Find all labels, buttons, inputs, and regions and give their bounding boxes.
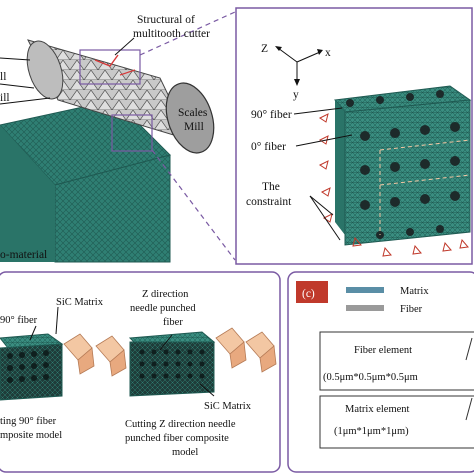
caption-right-1: Cutting Z direction needle [125,419,236,430]
z-needle-label-2: needle punched [130,303,196,314]
fiber0-label: 0° fiber [251,141,286,153]
constraint-label-2: constraint [246,196,292,208]
cutter-detail-box [79,49,141,85]
constraint-label-1: The [262,181,280,193]
mill-label-1: Scales [178,107,208,119]
fiber90-block-label: 90° fiber [0,315,38,326]
fiber-element-size: (0.5μm*0.5μm*0.5μm [323,372,418,383]
mesh-block-front [344,99,471,246]
left-label-2: ill [0,92,10,104]
panel-b: Z x y [235,7,473,265]
axis-triad-icon [275,46,323,86]
fiber90-label: 90° fiber [251,109,292,121]
needle-dots [139,349,205,379]
fiber90-dots [7,350,49,383]
panel-a: Structural of multitooth cutter ll ill S… [0,11,236,263]
panel-c: (c) Matrix Fiber Fiber element (0.5μm*0.… [287,271,474,473]
mesh-block-left [335,100,345,235]
panel-c-bracket [465,337,473,421]
legend-matrix-swatch [346,287,384,293]
matrix-element-title: Matrix element [345,404,410,415]
caption-right-3: model [172,447,198,458]
fiber90-block-front [0,343,63,401]
axis-y-label: y [293,89,299,101]
left-label-1: ll [0,71,6,83]
z-needle-label-1: Z direction [142,289,189,300]
mill-label-2: Mill [184,121,204,133]
fiber-guides [379,139,471,235]
fiber-element-box [319,331,474,391]
constraint-triangle-icon [319,113,469,257]
sic-matrix-left-label: SiC Matrix [56,297,104,308]
caption-left-1: ting 90° fiber [0,416,57,427]
axis-x-label: x [325,47,331,59]
axis-z-label: Z [261,43,268,55]
tool-blocks-left [63,333,127,377]
panel-bottom-left: 90° fiber SiC Matrix Z direction needle … [0,271,281,473]
cutter-detail-box-2 [111,114,153,152]
composite-label: o-material [0,249,47,261]
fiber-dots [346,90,460,239]
caption-left-2: mposite model [0,430,62,441]
panel-c-badge-label: (c) [302,288,315,300]
cutter-title-line2: multitooth cutter [133,28,210,40]
panel-c-badge [296,281,328,303]
multitooth-cutter [26,39,215,154]
legend-matrix-label: Matrix [400,286,429,297]
tool-blocks-right [215,327,277,373]
cutter-title-line1: Structural of [137,14,195,26]
legend-fiber-swatch [346,305,384,311]
sic-matrix-right-label: SiC Matrix [204,401,252,412]
composite-block-left [0,125,55,262]
fiber-element-title: Fiber element [354,345,412,356]
matrix-element-size: (1μm*1μm*1μm) [334,426,409,437]
caption-right-2: punched fiber composite [125,433,229,444]
matrix-element-box [319,395,474,449]
z-needle-label-3: fiber [163,317,183,328]
needle-block-front [129,341,215,397]
legend-fiber-label: Fiber [400,304,423,315]
